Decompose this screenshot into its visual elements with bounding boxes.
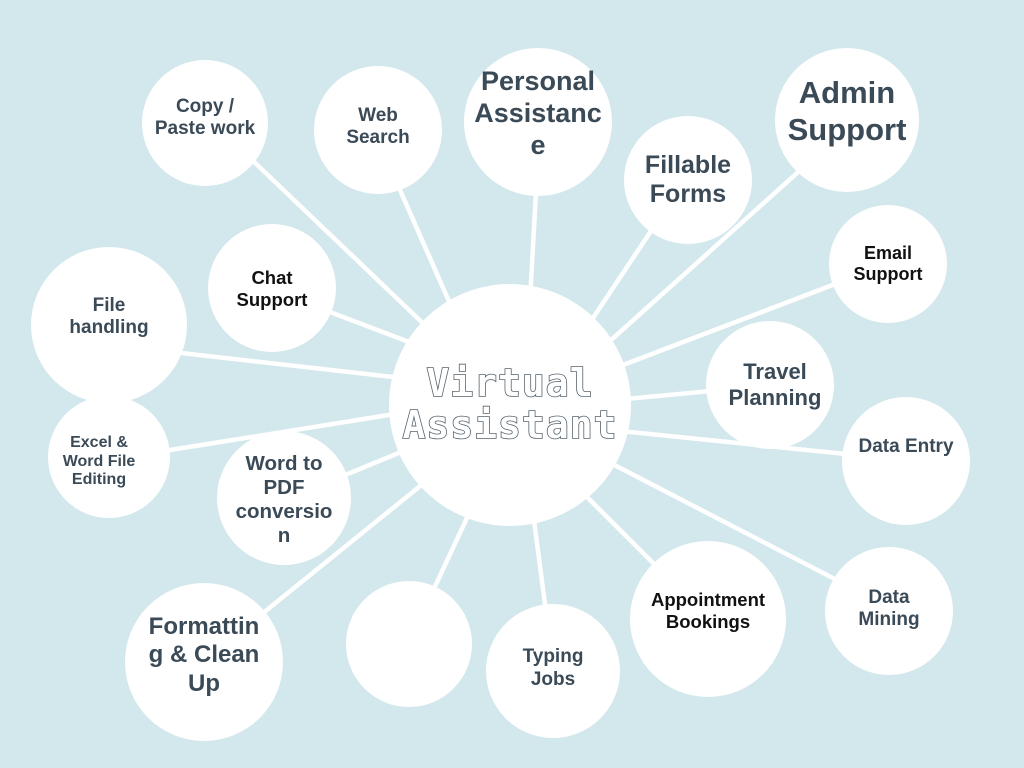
node-email-support: Email Support [829, 205, 947, 323]
hub-label: Virtual Assistant [402, 361, 618, 447]
node-data-mining: Data Mining [825, 547, 953, 675]
node-label-admin-support: Admin Support [787, 75, 907, 147]
hub-virtual-assistant: Virtual Assistant [389, 284, 631, 526]
node-travel-planning: Travel Planning [706, 321, 834, 449]
node-label-word-to-pdf: Word to PDF conversio n [235, 451, 333, 548]
node-data-entry: Data Entry [842, 397, 970, 525]
node-fillable-forms: Fillable Forms [624, 116, 752, 244]
node-label-file-handling: File handling [69, 294, 149, 338]
node-copy-paste-work: Copy / Paste work [142, 60, 268, 186]
node-label-email-support: Email Support [853, 242, 923, 284]
node-label-chat-support: Chat Support [236, 267, 308, 310]
node-typing-jobs: Typing Jobs [486, 604, 620, 738]
node-admin-support: Admin Support [775, 48, 919, 192]
node-label-copy-paste-work: Copy / Paste work [154, 95, 256, 139]
node-appointment-bookings: Appointment Bookings [630, 541, 786, 697]
node-label-personal-assistance: Personal Assistanc e [474, 66, 602, 160]
node-label-web-search: Web Search [346, 104, 410, 148]
node-web-search: Web Search [314, 66, 442, 194]
node-chat-support: Chat Support [208, 224, 336, 352]
node-label-excel-word-editing: Excel & Word File Editing [62, 433, 136, 489]
node-file-handling: File handling [31, 247, 187, 403]
node-word-to-pdf: Word to PDF conversio n [217, 431, 351, 565]
node-label-travel-planning: Travel Planning [728, 359, 822, 410]
node-formatting-clean-up: Formattin g & Clean Up [125, 583, 283, 741]
node-personal-assistance: Personal Assistanc e [464, 48, 612, 196]
node-blank [346, 581, 472, 707]
node-label-data-entry: Data Entry [858, 435, 954, 457]
node-label-appointment-bookings: Appointment Bookings [650, 589, 766, 632]
node-label-data-mining: Data Mining [858, 586, 920, 630]
node-label-formatting-clean-up: Formattin g & Clean Up [148, 613, 260, 697]
node-label-typing-jobs: Typing Jobs [522, 646, 584, 690]
node-label-fillable-forms: Fillable Forms [644, 150, 732, 209]
node-excel-word-editing: Excel & Word File Editing [48, 396, 170, 518]
